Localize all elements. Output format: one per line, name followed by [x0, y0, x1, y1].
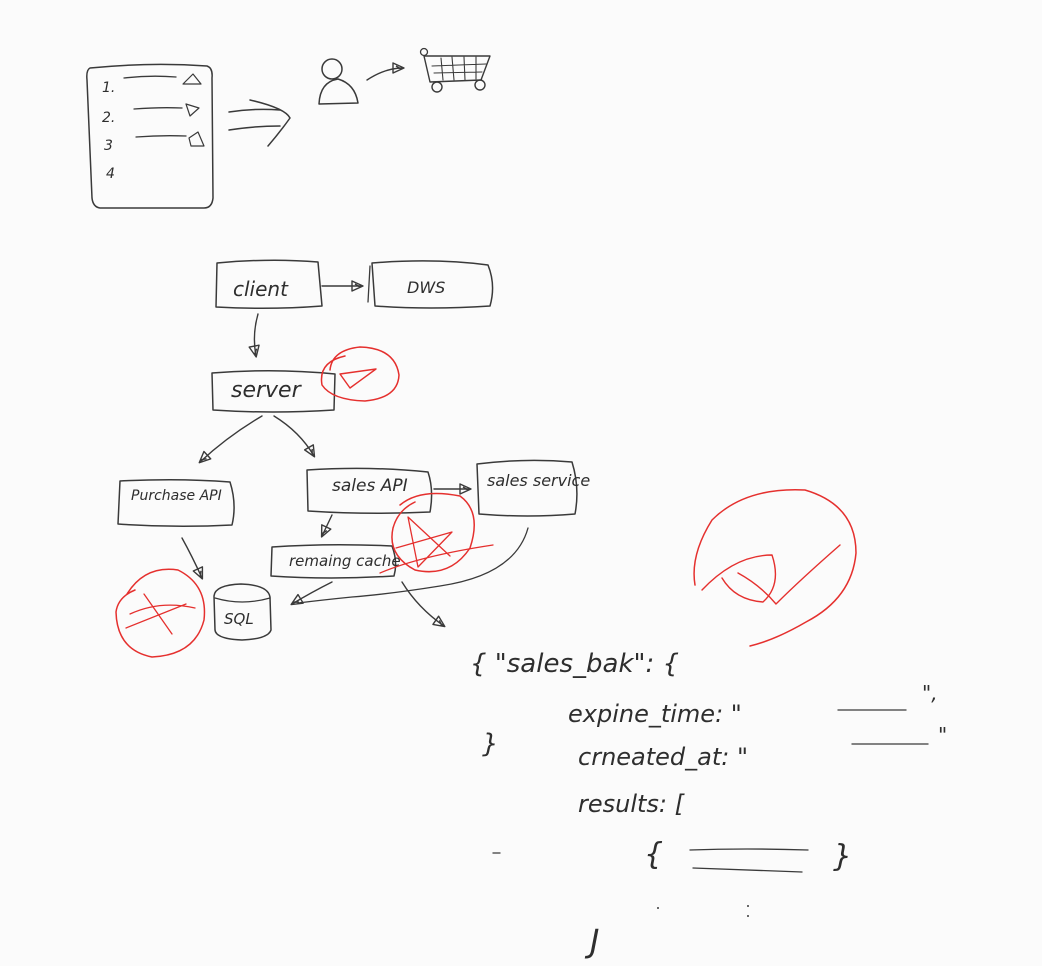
sql-database-node: SQL [213, 583, 272, 641]
implies-arrow [228, 99, 291, 147]
cdn-node: DWS [371, 260, 494, 309]
red-scribble-sql [115, 568, 206, 658]
json-created-tail: " [938, 723, 947, 747]
person-cart-sketch [318, 47, 491, 105]
json-object-close: } [833, 839, 852, 874]
client-label: client [233, 277, 289, 301]
list-item-2-number: 2. [102, 110, 115, 126]
cache-to-sql-arrow [290, 581, 333, 606]
json-results: results: [ [578, 790, 686, 818]
cdn-tick [367, 265, 371, 303]
server-to-purchase-arrow [198, 415, 263, 464]
list-item-2-line [133, 107, 183, 110]
remaining-cache-label: remaing cache [289, 552, 401, 570]
sales-api-node: sales API [306, 467, 433, 515]
server-to-sales-api-arrow [273, 415, 316, 458]
cdn-label: DWS [407, 278, 445, 297]
list-item-1-line [123, 75, 177, 79]
purchase-api-label: Purchase API [131, 488, 222, 504]
json-sketch: { "sales_bak": { expine_time: " ", crnea… [470, 649, 947, 960]
red-scribble-sales-api [379, 492, 494, 574]
sales-api-label: sales API [332, 476, 408, 496]
list-item-3-line [135, 135, 187, 138]
json-close-bracket: J [584, 922, 599, 960]
sql-label: SQL [224, 610, 254, 628]
red-scribble-server [320, 346, 400, 402]
json-expire-time: expine_time: " [568, 700, 742, 728]
shopping-cart-icon [419, 47, 491, 93]
sales-service-node: sales service [476, 459, 590, 517]
json-object-open: { [644, 837, 663, 872]
service-to-cache-curve [297, 527, 529, 604]
remaining-cache-node: remaing cache [270, 543, 401, 579]
json-created-at: crneated_at: " [578, 743, 748, 771]
list-item-2-marker-icon [185, 103, 200, 117]
sales-service-label: sales service [487, 471, 590, 490]
json-expire-tail: ", [922, 681, 938, 705]
red-annotations [115, 346, 857, 658]
server-node: server [211, 369, 336, 413]
list-item-3-number: 3 [104, 138, 113, 154]
client-node: client [215, 259, 323, 310]
purchase-to-sql-arrow [181, 537, 204, 580]
list-item-1-number: 1. [102, 80, 115, 96]
json-object-line-1 [689, 848, 809, 851]
cache-to-json-arrow [401, 581, 446, 628]
person-icon [318, 58, 359, 105]
list-item-4-number: 4 [106, 166, 115, 182]
architecture-diagram: client DWS server Purchase API sales API [117, 259, 590, 641]
json-dot-3 [747, 915, 749, 917]
list-card [86, 63, 214, 209]
json-open-line: { "sales_bak": { [470, 649, 679, 679]
client-to-server-arrow [248, 313, 260, 358]
list-item-3-marker-icon [188, 131, 205, 147]
sales-api-to-cache-arrow [320, 514, 333, 538]
server-label: server [231, 378, 303, 403]
person-to-cart-arrow [366, 62, 405, 81]
list-sketch: 1. 2. 3 4 [86, 63, 291, 209]
json-dot-2 [747, 905, 749, 907]
json-dot-1 [657, 907, 659, 909]
purchase-api-node: Purchase API [117, 478, 235, 528]
list-item-1-marker-icon [182, 73, 202, 85]
json-object-line-2 [692, 867, 803, 873]
json-close-brace: } [482, 729, 499, 759]
red-scribble-check [693, 489, 857, 647]
